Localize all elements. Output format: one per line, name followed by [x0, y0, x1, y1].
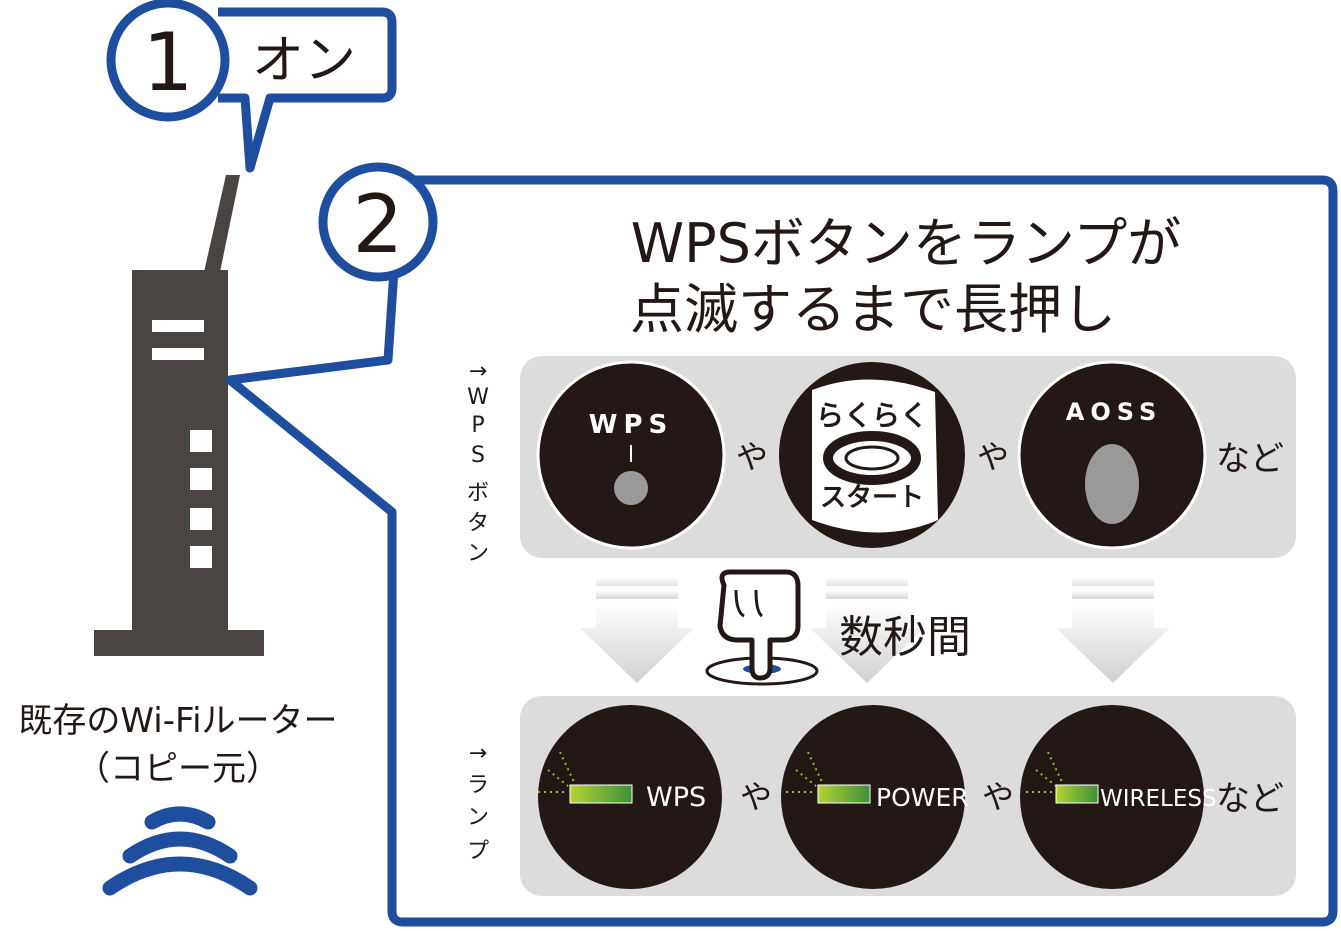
wps-button-label: WPS — [589, 410, 673, 440]
buttons-sep-2: や — [977, 438, 1009, 476]
step1-label: オン — [252, 31, 356, 91]
router-led-2 — [190, 468, 212, 490]
router-base — [94, 630, 264, 656]
svg-text:S: S — [471, 443, 485, 468]
wireless-lamp-illustration: WIRELESS — [1020, 705, 1217, 889]
svg-text:プ: プ — [467, 839, 489, 864]
wps-lamp-illustration: WPS — [538, 705, 722, 889]
svg-text:P: P — [471, 413, 484, 438]
aoss-button-label: AOSS — [1066, 398, 1162, 426]
buttons-sep-1: や — [736, 438, 768, 476]
buttons-side-label: → W P S ボ タ ン — [467, 359, 489, 566]
router-led-3 — [190, 508, 212, 530]
svg-text:ン: ン — [467, 541, 489, 566]
router-led-1 — [190, 430, 212, 452]
step2-number-circle — [318, 162, 438, 282]
step1-number-circle — [106, 0, 230, 122]
wifi-signal-icon — [102, 806, 258, 896]
power-lamp-illustration: POWER — [781, 705, 969, 889]
svg-text:W: W — [467, 385, 489, 410]
wps-lamp-bar — [569, 784, 633, 804]
router-slot-2 — [152, 348, 204, 360]
lamps-sep-1: や — [740, 778, 772, 816]
hold-duration-label: 数秒間 — [839, 612, 971, 663]
instruction-line1: WPSボタンをランプが — [631, 212, 1182, 275]
svg-text:→: → — [469, 741, 487, 766]
svg-text:ン: ン — [467, 805, 489, 830]
svg-text:ボ: ボ — [467, 481, 489, 506]
router-caption-line2: （コピー元） — [76, 749, 280, 789]
step2-number: 2 — [353, 178, 404, 271]
svg-text:タ: タ — [467, 511, 489, 536]
step1-bubble — [218, 7, 397, 173]
power-lamp-label: POWER — [876, 783, 969, 812]
lamps-sep-2: や — [982, 778, 1014, 816]
wireless-lamp-bar — [1055, 784, 1099, 804]
step1-number: 1 — [143, 16, 194, 109]
svg-text:ラ: ラ — [467, 773, 489, 798]
router-caption-line1: 既存のWi-Fiルーター — [18, 701, 337, 741]
wps-button-illustration: WPS — [536, 360, 726, 550]
buttons-trailing: など — [1216, 439, 1284, 479]
down-arrow-left — [580, 577, 694, 683]
power-lamp-bar — [817, 784, 871, 804]
pressing-hand-icon — [705, 569, 819, 686]
wireless-lamp-label: WIRELESS — [1100, 786, 1217, 812]
rakuraku-label-bottom: スタート — [820, 483, 924, 513]
svg-text:→: → — [469, 359, 487, 384]
aoss-button-illustration: AOSS — [1017, 360, 1207, 550]
lamps-trailing: など — [1216, 779, 1284, 819]
router-led-4 — [190, 546, 212, 568]
rakuraku-start-button-illustration: らくらく スタート — [779, 362, 965, 548]
router-slot-1 — [152, 320, 204, 332]
rakuraku-label-top: らくらく — [816, 399, 928, 432]
down-arrow-middle — [810, 577, 924, 683]
down-arrow-right — [1056, 577, 1170, 683]
wps-lamp-label: WPS — [646, 782, 706, 813]
lamps-side-label: → ラ ン プ — [467, 741, 489, 864]
router-antenna — [204, 175, 240, 272]
instruction-line2: 点滅するまで長押し — [630, 278, 1116, 341]
